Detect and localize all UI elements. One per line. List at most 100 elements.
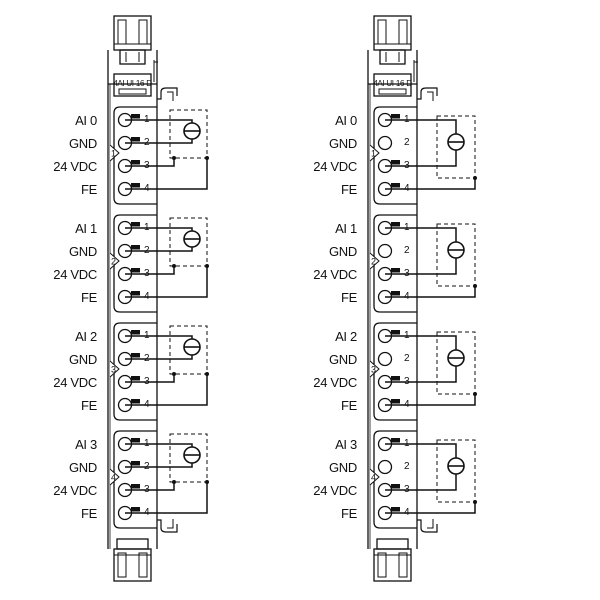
module-label: 4AI-UI-16-D xyxy=(113,79,152,88)
label-plate-window xyxy=(118,88,147,95)
release-tab xyxy=(391,484,400,489)
pin-number: 2 xyxy=(404,461,410,472)
signal-label: 24 VDC xyxy=(53,483,97,498)
junction-dot xyxy=(205,480,209,484)
signal-label: FE xyxy=(341,290,358,305)
wire-shield xyxy=(125,482,208,514)
side-hook-bottom xyxy=(417,519,438,533)
channel-number: 3 xyxy=(371,365,376,375)
signal-label: AI 2 xyxy=(75,329,97,344)
signal-label: 24 VDC xyxy=(313,483,357,498)
wire-signal xyxy=(385,443,457,458)
sensor-enclosure xyxy=(436,115,476,179)
side-hook-top xyxy=(417,87,438,100)
release-tab xyxy=(391,399,400,404)
signal-label: AI 1 xyxy=(75,221,97,236)
wire-supply xyxy=(125,158,175,167)
bottom-connector xyxy=(113,548,152,582)
release-tab xyxy=(391,376,400,381)
sensor-enclosure xyxy=(169,325,208,375)
release-tab xyxy=(391,114,400,119)
wire-shield xyxy=(385,502,476,514)
signal-label: AI 1 xyxy=(335,221,357,236)
channel-marker-icon xyxy=(369,360,380,378)
wire-signal xyxy=(125,443,193,447)
pin-number: 2 xyxy=(404,245,410,256)
terminal-clamp-icon xyxy=(377,459,393,475)
side-hook-bottom xyxy=(167,519,174,529)
top-connector xyxy=(373,15,412,51)
bottom-latch xyxy=(116,538,149,550)
wire-shield xyxy=(125,374,208,406)
top-connector-slot xyxy=(398,19,408,45)
signal-label: 24 VDC xyxy=(313,267,357,282)
wire-shield xyxy=(125,266,208,298)
wire-shield xyxy=(125,158,208,190)
pin-number: 2 xyxy=(404,137,410,148)
wire-signal xyxy=(125,227,193,231)
wire-signal xyxy=(385,335,457,350)
signal-label: AI 3 xyxy=(75,437,97,452)
channel-marker-icon xyxy=(109,252,120,270)
signal-label: 24 VDC xyxy=(313,159,357,174)
top-connector-slot xyxy=(377,19,387,45)
release-tab xyxy=(391,330,400,335)
junction-dot xyxy=(205,156,209,160)
sensor-enclosure xyxy=(436,439,476,503)
channel-number: 1 xyxy=(371,149,376,159)
release-tab xyxy=(131,137,140,142)
signal-label: AI 2 xyxy=(335,329,357,344)
top-connector xyxy=(113,15,152,51)
bottom-connector-slot xyxy=(138,552,148,578)
channel-marker-icon xyxy=(109,468,120,486)
wire-ground xyxy=(125,139,193,144)
signal-label: GND xyxy=(69,244,97,259)
release-tab xyxy=(131,222,140,227)
release-tab xyxy=(391,507,400,512)
release-tab xyxy=(131,507,140,512)
signal-label: GND xyxy=(69,352,97,367)
terminal-clamp-icon xyxy=(377,351,393,367)
wire-supply xyxy=(385,474,457,491)
junction-dot xyxy=(172,372,176,376)
release-tab xyxy=(131,114,140,119)
junction-dot xyxy=(473,284,477,288)
release-tab xyxy=(131,291,140,296)
wire-signal xyxy=(125,119,193,123)
channel-number: 3 xyxy=(111,365,116,375)
side-hook-top xyxy=(157,87,178,100)
channel-marker-icon xyxy=(369,144,380,162)
junction-dot xyxy=(473,500,477,504)
signal-label: AI 3 xyxy=(335,437,357,452)
signal-label: 24 VDC xyxy=(53,375,97,390)
pin-number: 2 xyxy=(404,353,410,364)
terminal-clamp-icon xyxy=(377,135,393,151)
wire-signal xyxy=(385,119,457,134)
release-tab xyxy=(131,353,140,358)
wire-supply xyxy=(125,266,175,275)
wire-signal xyxy=(125,335,193,339)
release-tab xyxy=(391,160,400,165)
wire-shield xyxy=(385,394,476,406)
release-tab xyxy=(391,291,400,296)
wire-shield xyxy=(385,178,476,190)
wire-supply xyxy=(125,482,175,491)
signal-label: FE xyxy=(341,182,358,197)
junction-dot xyxy=(473,176,477,180)
channel-marker-icon xyxy=(109,144,120,162)
signal-label: 24 VDC xyxy=(53,267,97,282)
top-latch xyxy=(119,49,146,65)
signal-label: FE xyxy=(341,506,358,521)
label-plate-window xyxy=(378,88,407,95)
release-tab xyxy=(391,222,400,227)
signal-label: GND xyxy=(69,136,97,151)
channel-marker-icon xyxy=(369,468,380,486)
top-connector-slot xyxy=(117,19,127,45)
release-tab xyxy=(391,183,400,188)
channel-number: 4 xyxy=(371,473,376,483)
